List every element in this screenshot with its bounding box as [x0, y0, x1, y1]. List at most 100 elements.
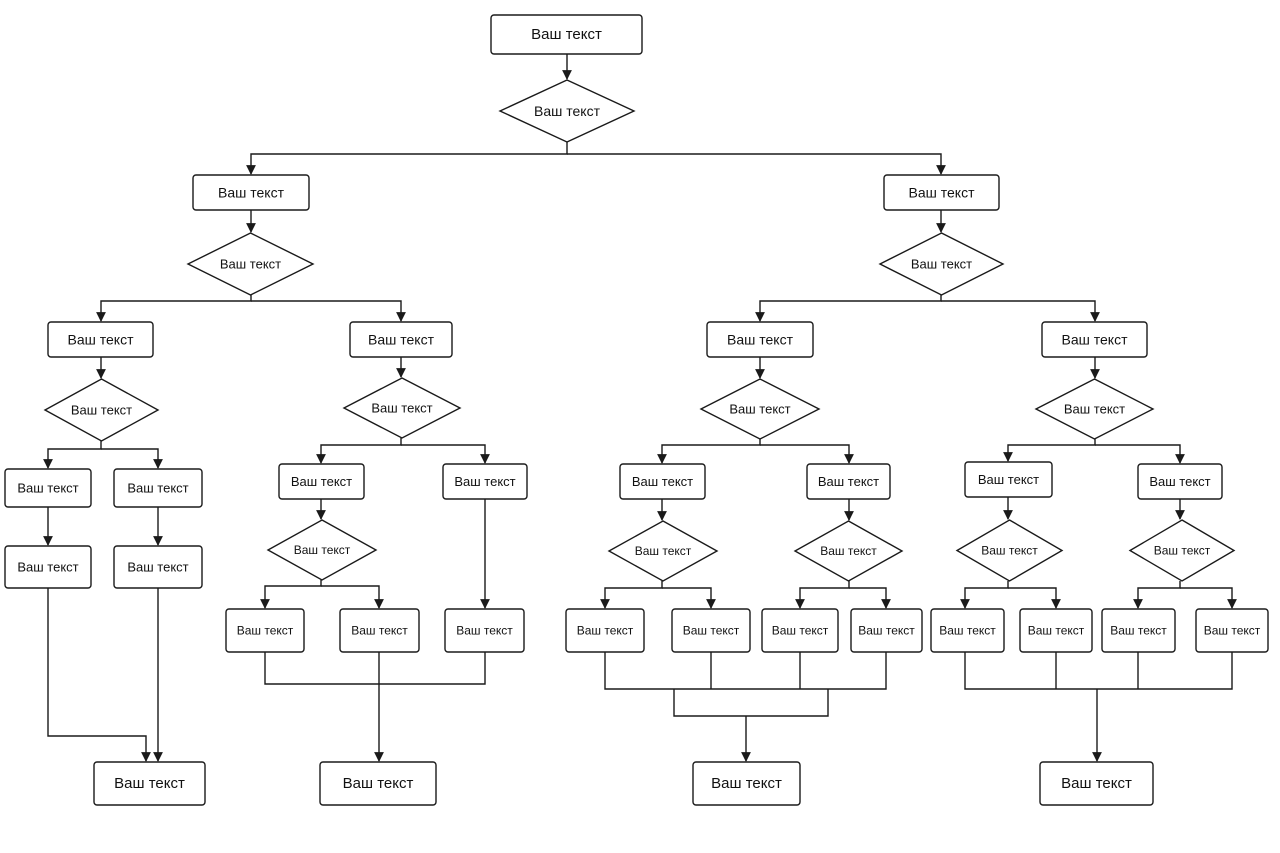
node-label: Ваш текст [727, 332, 794, 348]
node-label: Ваш текст [71, 403, 132, 418]
decision-node: Ваш текст [1034, 378, 1155, 440]
process-box [113, 545, 203, 589]
flow-arrow [1003, 439, 1096, 462]
process-node: Ваш текст [930, 608, 1005, 653]
process-node: Ваш текст [113, 545, 203, 589]
process-box [850, 608, 923, 653]
flow-arrow [1008, 587, 1061, 609]
flow-arrow [795, 581, 850, 609]
process-box [113, 468, 203, 508]
flow-arrow [657, 439, 761, 464]
flow-arrow [567, 153, 946, 175]
process-node: Ваш текст [113, 468, 203, 508]
process-node: Ваш текст [225, 608, 305, 653]
process-box [964, 461, 1053, 498]
process-node: Ваш текст [93, 761, 206, 806]
decision-diamond [607, 520, 719, 582]
process-box [225, 608, 305, 653]
node-label: Ваш текст [1154, 544, 1211, 558]
process-node: Ваш текст [761, 608, 839, 653]
process-node: Ваш текст [619, 463, 706, 500]
decision-diamond [1128, 519, 1236, 582]
node-label: Ваш текст [291, 474, 352, 489]
decision-node: Ваш текст [498, 79, 636, 143]
process-box [278, 463, 365, 500]
process-box [192, 174, 310, 211]
process-node: Ваш текст [192, 174, 310, 211]
node-label: Ваш текст [68, 332, 135, 348]
node-label: Ваш текст [911, 257, 972, 272]
decision-node: Ваш текст [186, 232, 315, 296]
process-box [4, 468, 92, 508]
node-label: Ваш текст [17, 560, 78, 575]
merge-connector [673, 689, 829, 717]
node-label: Ваш текст [351, 624, 408, 638]
node-label: Ваш текст [454, 474, 515, 489]
flow-arrow [941, 300, 1100, 322]
node-label: Ваш текст [939, 624, 996, 638]
merge-connector [604, 652, 887, 690]
process-box [4, 545, 92, 589]
process-box [883, 174, 1000, 211]
process-node: Ваш текст [319, 761, 437, 806]
process-node: Ваш текст [565, 608, 645, 653]
flow-arrow [960, 581, 1009, 609]
node-label: Ваш текст [114, 775, 185, 792]
process-node: Ваш текст [706, 321, 814, 358]
process-box [1041, 321, 1148, 358]
process-node: Ваш текст [4, 468, 92, 508]
node-label: Ваш текст [1028, 624, 1085, 638]
node-label: Ваш текст [1062, 332, 1129, 348]
decision-node: Ваш текст [607, 520, 719, 582]
process-box [671, 608, 751, 653]
flow-arrow [1133, 581, 1181, 609]
process-box [339, 608, 420, 653]
process-box [442, 463, 528, 500]
process-node: Ваш текст [1137, 463, 1223, 500]
node-label: Ваш текст [218, 185, 285, 201]
process-box [1019, 608, 1093, 653]
decision-diamond [1034, 378, 1155, 440]
decision-diamond [878, 232, 1005, 296]
node-label: Ваш текст [858, 624, 915, 638]
process-box [93, 761, 206, 806]
node-label: Ваш текст [820, 544, 877, 558]
process-box [565, 608, 645, 653]
process-node: Ваш текст [883, 174, 1000, 211]
node-label: Ваш текст [632, 474, 693, 489]
decision-diamond [266, 519, 378, 581]
node-label: Ваш текст [683, 624, 740, 638]
flow-arrow [260, 580, 322, 609]
process-box [490, 14, 643, 55]
decision-node: Ваш текст [878, 232, 1005, 296]
process-box [1101, 608, 1176, 653]
process-box [319, 761, 437, 806]
process-node: Ваш текст [442, 463, 528, 500]
node-label: Ваш текст [577, 624, 634, 638]
flow-arrow [1180, 587, 1237, 609]
flow-arrow [755, 295, 942, 322]
process-node: Ваш текст [47, 321, 154, 358]
decision-node: Ваш текст [699, 378, 821, 440]
process-node: Ваш текст [444, 608, 525, 653]
process-box [444, 608, 525, 653]
decision-diamond [498, 79, 636, 143]
node-label: Ваш текст [534, 103, 601, 119]
decision-node: Ваш текст [43, 378, 160, 442]
process-node: Ваш текст [278, 463, 365, 500]
process-node: Ваш текст [850, 608, 923, 653]
decision-node: Ваш текст [793, 520, 904, 582]
node-label: Ваш текст [220, 257, 281, 272]
process-node: Ваш текст [339, 608, 420, 653]
flow-arrow [246, 142, 568, 175]
process-box [349, 321, 453, 358]
merge-connector [264, 652, 486, 685]
node-label: Ваш текст [1061, 775, 1132, 792]
process-node: Ваш текст [1039, 761, 1154, 806]
flow-arrow [662, 587, 716, 609]
node-label: Ваш текст [772, 624, 829, 638]
flow-arrow [316, 438, 402, 464]
decision-node: Ваш текст [1128, 519, 1236, 582]
process-node: Ваш текст [806, 463, 891, 500]
